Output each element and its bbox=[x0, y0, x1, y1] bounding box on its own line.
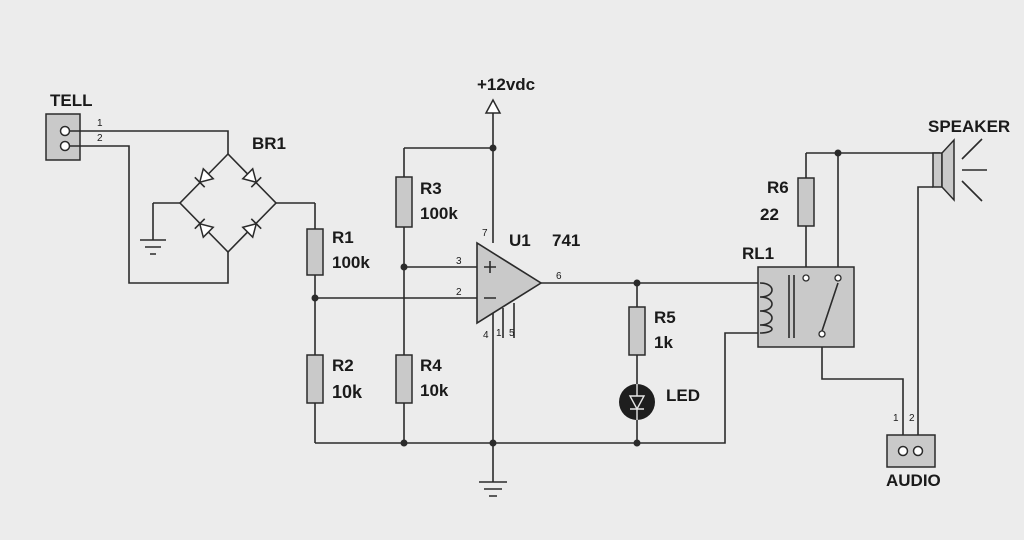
junction-ground-1 bbox=[400, 439, 408, 447]
opamp-u1 bbox=[315, 241, 543, 443]
junction-speaker bbox=[834, 149, 842, 157]
r2-ref: R2 bbox=[332, 356, 354, 375]
tell-pin2: 2 bbox=[97, 133, 103, 144]
resistor-r4 bbox=[395, 354, 413, 404]
junction-ground-3 bbox=[633, 439, 641, 447]
br1-label: BR1 bbox=[252, 134, 286, 153]
audio-pin1: 1 bbox=[893, 413, 899, 424]
wire-output bbox=[541, 282, 760, 443]
resistor-r2 bbox=[306, 354, 324, 404]
u1-ref: U1 bbox=[509, 231, 531, 250]
wire-ground-rail bbox=[315, 332, 760, 444]
r3-value: 100k bbox=[420, 204, 458, 223]
resistor-r5 bbox=[628, 306, 646, 356]
r4-value: 10k bbox=[420, 381, 449, 400]
r5-ref: R5 bbox=[654, 308, 676, 327]
wire-tell2-br1 bbox=[70, 145, 229, 284]
supply-arrow-icon bbox=[484, 98, 502, 243]
bridge-rectifier-br1 bbox=[140, 152, 315, 255]
u1-pin7: 7 bbox=[482, 228, 488, 239]
u1-pin1: 1 bbox=[496, 328, 502, 339]
wire-tell1-br1 bbox=[70, 130, 229, 154]
resistor-r3 bbox=[395, 176, 413, 228]
r5-value: 1k bbox=[654, 333, 673, 352]
audio-connector bbox=[886, 434, 936, 468]
relay-rl1 bbox=[757, 266, 855, 348]
led-label: LED bbox=[666, 386, 700, 405]
u1-pin6: 6 bbox=[556, 271, 562, 282]
tell-pin1: 1 bbox=[97, 118, 103, 129]
r2-value: 10k bbox=[332, 382, 363, 402]
wire-speaker-audio bbox=[917, 186, 933, 443]
rl1-label: RL1 bbox=[742, 244, 774, 263]
speaker-label: SPEAKER bbox=[928, 117, 1010, 136]
resistor-r6 bbox=[797, 177, 815, 227]
r3-ref: R3 bbox=[420, 179, 442, 198]
wire-r6 bbox=[805, 152, 940, 272]
tell-label: TELL bbox=[50, 91, 93, 110]
r1-ref: R1 bbox=[332, 228, 354, 247]
resistor-r1 bbox=[306, 228, 324, 276]
u1-pin4: 4 bbox=[483, 330, 489, 341]
wire-r3-r4 bbox=[403, 147, 493, 443]
ground-icon bbox=[479, 443, 507, 497]
speaker-icon bbox=[932, 138, 987, 202]
wire-relay-audio bbox=[821, 347, 904, 443]
led-icon bbox=[619, 384, 655, 420]
r6-ref: R6 bbox=[767, 178, 789, 197]
junction-output bbox=[633, 279, 641, 287]
u1-pin3: 3 bbox=[456, 256, 462, 267]
r1-value: 100k bbox=[332, 253, 370, 272]
u1-pin5: 5 bbox=[509, 328, 515, 339]
u1-pin2: 2 bbox=[456, 287, 462, 298]
tell-connector bbox=[45, 113, 81, 161]
audio-pin2: 2 bbox=[909, 413, 915, 424]
r4-ref: R4 bbox=[420, 356, 442, 375]
r6-value: 22 bbox=[760, 205, 779, 224]
audio-label: AUDIO bbox=[886, 471, 941, 490]
u1-value: 741 bbox=[552, 231, 580, 250]
supply-label: +12vdc bbox=[477, 75, 535, 94]
